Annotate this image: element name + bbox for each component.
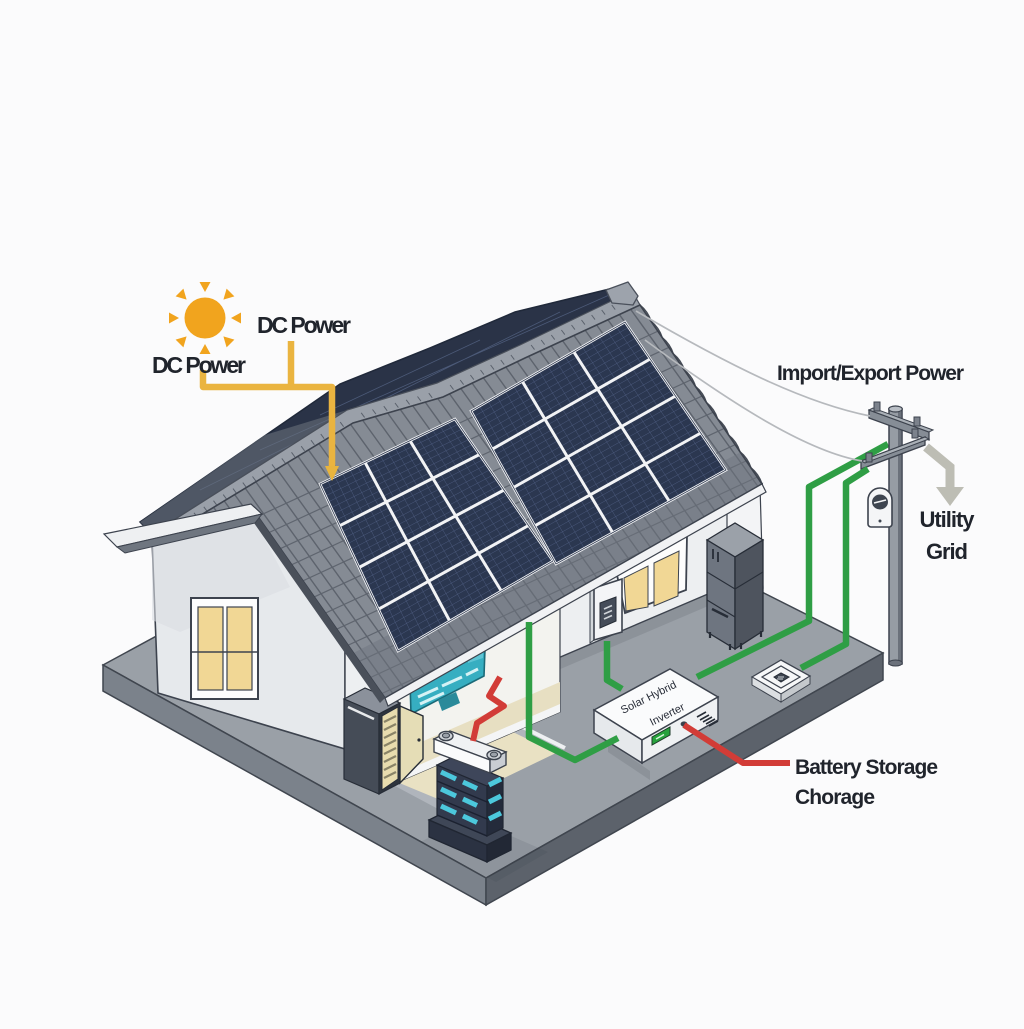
svg-text:Import/Export Power: Import/Export Power (777, 362, 964, 385)
svg-text:DC Power: DC Power (257, 312, 351, 338)
svg-text:Utility: Utility (920, 507, 976, 532)
svg-text:DC Power: DC Power (152, 352, 246, 378)
svg-text:Grid: Grid (926, 539, 968, 564)
svg-text:Battery Storage: Battery Storage (795, 756, 938, 779)
svg-text:Chorage: Chorage (795, 786, 875, 809)
